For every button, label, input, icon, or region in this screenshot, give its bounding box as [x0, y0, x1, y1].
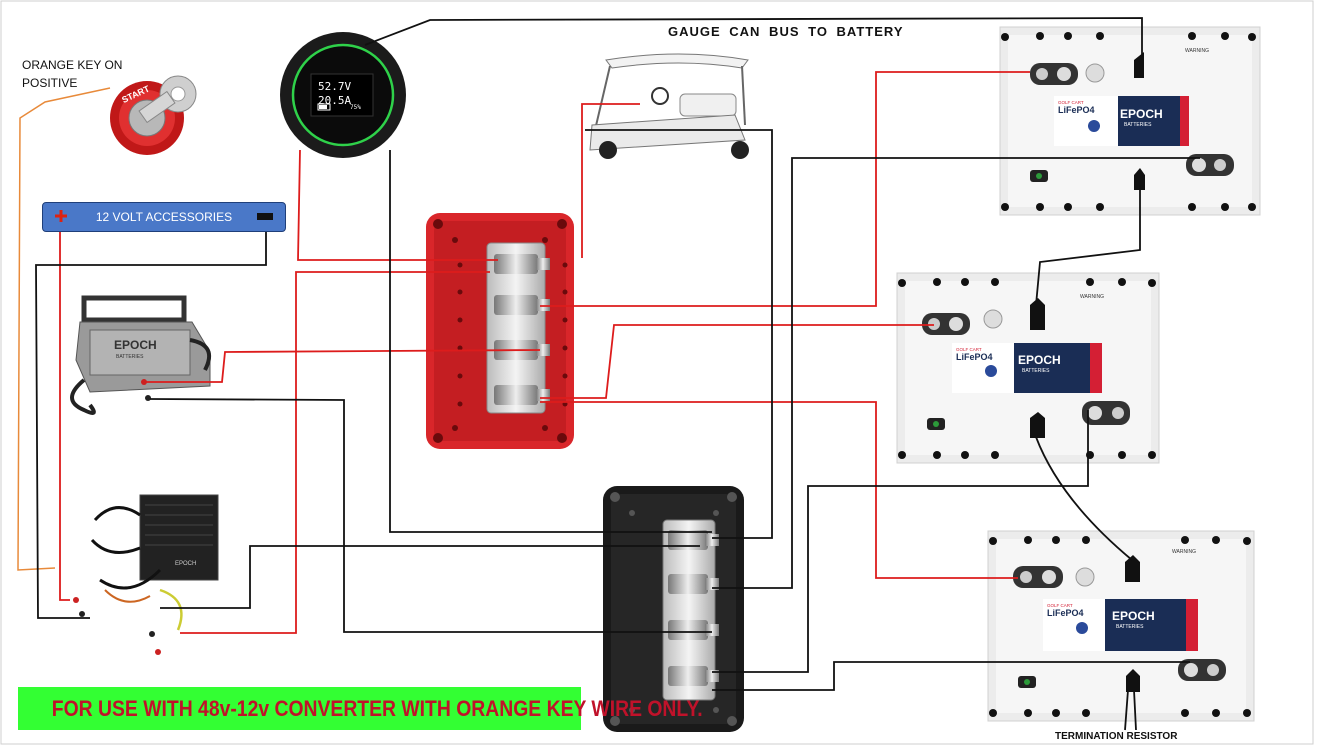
orange-key-label: ORANGE KEY ON POSITIVE [22, 58, 123, 90]
svg-text:EPOCH: EPOCH [1120, 107, 1163, 121]
svg-text:GOLF CART: GOLF CART [956, 347, 982, 352]
svg-text:EPOCH: EPOCH [1018, 353, 1061, 367]
accessories-box: 12 VOLT ACCESSORIES [42, 202, 286, 232]
key-switch-icon: START [110, 75, 197, 155]
svg-text:WARNING: WARNING [1185, 48, 1209, 54]
svg-text:LiFePO4: LiFePO4 [956, 352, 993, 362]
gauge-voltage: 52.7V [318, 80, 352, 93]
accessories-label: 12 VOLT ACCESSORIES [95, 210, 233, 224]
orange-key-wire [17, 87, 111, 571]
minus-icon [257, 213, 273, 220]
charger-image: EPOCH BATTERIES [70, 295, 211, 416]
svg-text:BATTERIES: BATTERIES [1116, 624, 1144, 630]
svg-text:EPOCH: EPOCH [175, 561, 196, 567]
warning-text: FOR USE WITH 48v-12v CONVERTER WITH ORAN… [51, 696, 703, 721]
diagram-title: GAUGE CAN BUS TO BATTERY [668, 24, 904, 39]
svg-text:WARNING: WARNING [1080, 294, 1104, 300]
red-wires [59, 71, 1030, 634]
converter-image: EPOCH [55, 490, 220, 660]
gauge-display [278, 28, 408, 160]
battery-top: GOLF CART LiFePO4 EPOCH BATTERIES WARNIN… [999, 26, 1261, 216]
gauge-percent: 75% [350, 104, 361, 111]
svg-text:LiFePO4: LiFePO4 [1047, 608, 1084, 618]
gauge-current: 20.5A [318, 94, 352, 107]
svg-text:EPOCH: EPOCH [114, 338, 157, 352]
svg-text:GOLF CART: GOLF CART [1047, 603, 1073, 608]
black-wires [35, 17, 1200, 731]
warning-banner: FOR USE WITH 48v-12v CONVERTER WITH ORAN… [18, 687, 703, 730]
black-bus-bar [603, 486, 744, 732]
red-bus-bar [426, 213, 574, 449]
svg-text:BATTERIES: BATTERIES [116, 354, 144, 360]
golf-cart-image [585, 50, 751, 162]
svg-text:GOLF CART: GOLF CART [1058, 100, 1084, 105]
svg-text:EPOCH: EPOCH [1112, 609, 1155, 623]
svg-text:LiFePO4: LiFePO4 [1058, 105, 1095, 115]
svg-text:BATTERIES: BATTERIES [1022, 368, 1050, 374]
svg-text:WARNING: WARNING [1172, 549, 1196, 555]
battery-middle: GOLF CART LiFePO4 EPOCH BATTERIES WARNIN… [896, 272, 1160, 464]
svg-text:BATTERIES: BATTERIES [1124, 122, 1152, 128]
plus-icon [55, 210, 67, 222]
battery-bottom: GOLF CART LiFePO4 EPOCH BATTERIES WARNIN… [987, 530, 1255, 722]
termination-resistor-label: TERMINATION RESISTOR [1055, 731, 1178, 742]
